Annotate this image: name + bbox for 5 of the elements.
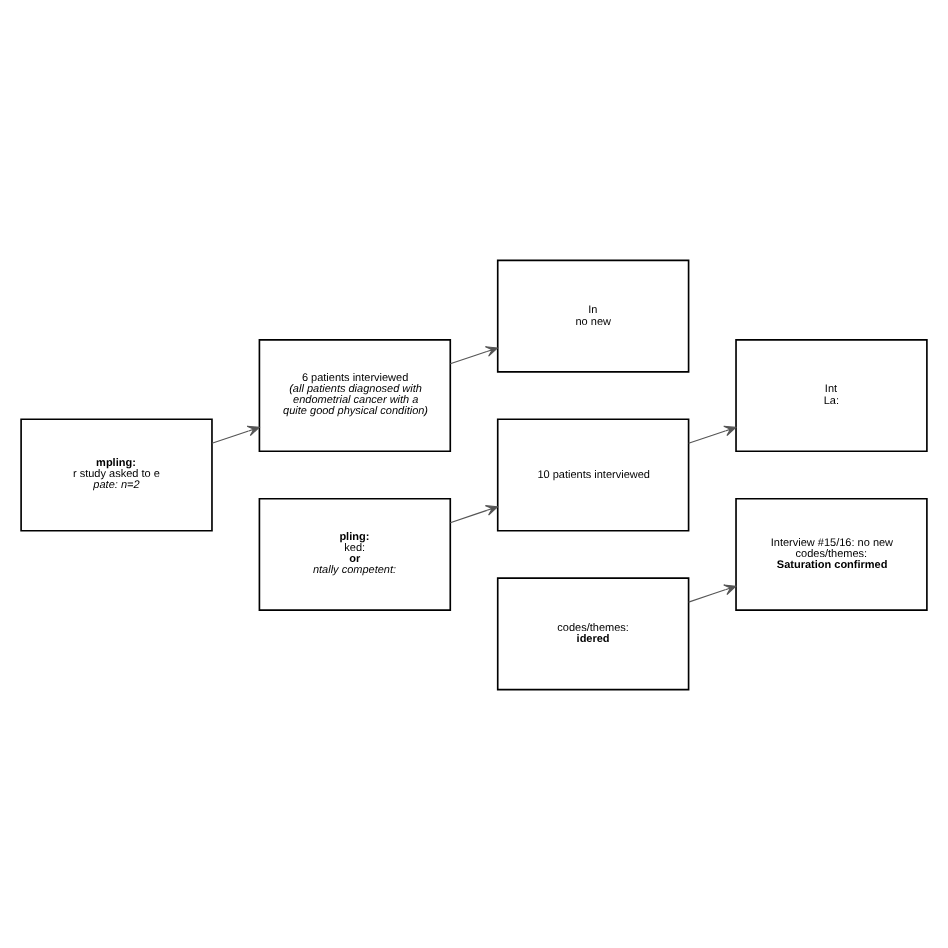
arrow [688,424,737,443]
arrow [211,424,260,443]
arrow [688,583,737,602]
arrow [449,345,499,364]
arrow [449,504,499,523]
